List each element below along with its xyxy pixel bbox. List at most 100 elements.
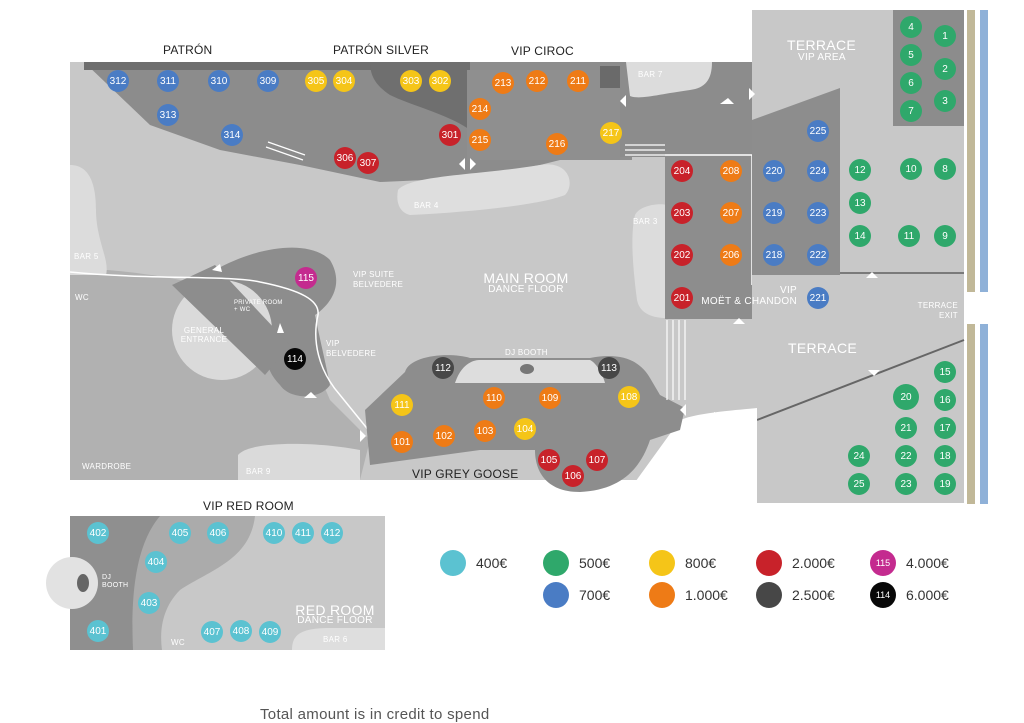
table-13[interactable]: 13 bbox=[849, 192, 871, 214]
table-109[interactable]: 109 bbox=[539, 387, 561, 409]
table-403[interactable]: 403 bbox=[138, 592, 160, 614]
table-407[interactable]: 407 bbox=[201, 621, 223, 643]
label-wardrobe: WARDROBE bbox=[82, 462, 132, 471]
table-24[interactable]: 24 bbox=[848, 445, 870, 467]
table-223[interactable]: 223 bbox=[807, 202, 829, 224]
table-12[interactable]: 12 bbox=[849, 159, 871, 181]
table-304[interactable]: 304 bbox=[333, 70, 355, 92]
table-219[interactable]: 219 bbox=[763, 202, 785, 224]
legend-swatch bbox=[649, 550, 675, 576]
table-115[interactable]: 115 bbox=[295, 267, 317, 289]
table-7[interactable]: 7 bbox=[900, 100, 922, 122]
table-411[interactable]: 411 bbox=[292, 522, 314, 544]
table-25[interactable]: 25 bbox=[848, 473, 870, 495]
table-204[interactable]: 204 bbox=[671, 160, 693, 182]
table-11[interactable]: 11 bbox=[898, 225, 920, 247]
table-4[interactable]: 4 bbox=[900, 16, 922, 38]
table-3[interactable]: 3 bbox=[934, 90, 956, 112]
bar-9 bbox=[238, 443, 360, 480]
table-410[interactable]: 410 bbox=[263, 522, 285, 544]
table-313[interactable]: 313 bbox=[157, 104, 179, 126]
bar-4 bbox=[397, 164, 570, 215]
table-113[interactable]: 113 bbox=[598, 357, 620, 379]
table-303[interactable]: 303 bbox=[400, 70, 422, 92]
table-10[interactable]: 10 bbox=[900, 158, 922, 180]
table-105[interactable]: 105 bbox=[538, 449, 560, 471]
table-111[interactable]: 111 bbox=[391, 394, 413, 416]
table-112[interactable]: 112 bbox=[432, 357, 454, 379]
table-406[interactable]: 406 bbox=[207, 522, 229, 544]
table-19[interactable]: 19 bbox=[934, 473, 956, 495]
table-17[interactable]: 17 bbox=[934, 417, 956, 439]
legend-item-p500: 500€ bbox=[543, 550, 610, 576]
table-114[interactable]: 114 bbox=[284, 348, 306, 370]
table-107[interactable]: 107 bbox=[586, 449, 608, 471]
table-16[interactable]: 16 bbox=[934, 389, 956, 411]
table-104[interactable]: 104 bbox=[514, 418, 536, 440]
table-102[interactable]: 102 bbox=[433, 425, 455, 447]
legend-label: 800€ bbox=[685, 555, 717, 571]
table-402[interactable]: 402 bbox=[87, 522, 109, 544]
table-306[interactable]: 306 bbox=[334, 147, 356, 169]
table-225[interactable]: 225 bbox=[807, 120, 829, 142]
table-311[interactable]: 311 bbox=[157, 70, 179, 92]
table-214[interactable]: 214 bbox=[469, 98, 491, 120]
label-vip-suite-1: VIP SUITE bbox=[353, 270, 395, 279]
table-22[interactable]: 22 bbox=[895, 445, 917, 467]
table-213[interactable]: 213 bbox=[492, 72, 514, 94]
table-211[interactable]: 211 bbox=[567, 70, 589, 92]
table-206[interactable]: 206 bbox=[720, 244, 742, 266]
table-220[interactable]: 220 bbox=[763, 160, 785, 182]
table-310[interactable]: 310 bbox=[208, 70, 230, 92]
table-20[interactable]: 20 bbox=[893, 384, 919, 410]
table-203[interactable]: 203 bbox=[671, 202, 693, 224]
table-14[interactable]: 14 bbox=[849, 225, 871, 247]
table-208[interactable]: 208 bbox=[720, 160, 742, 182]
label-bar-7: BAR 7 bbox=[638, 70, 663, 79]
table-215[interactable]: 215 bbox=[469, 129, 491, 151]
table-409[interactable]: 409 bbox=[259, 621, 281, 643]
table-5[interactable]: 5 bbox=[900, 44, 922, 66]
table-103[interactable]: 103 bbox=[474, 420, 496, 442]
table-309[interactable]: 309 bbox=[257, 70, 279, 92]
label-red-dj-2: BOOTH bbox=[102, 582, 129, 589]
table-202[interactable]: 202 bbox=[671, 244, 693, 266]
table-18[interactable]: 18 bbox=[934, 445, 956, 467]
table-6[interactable]: 6 bbox=[900, 72, 922, 94]
table-21[interactable]: 21 bbox=[895, 417, 917, 439]
table-401[interactable]: 401 bbox=[87, 620, 109, 642]
table-15[interactable]: 15 bbox=[934, 361, 956, 383]
table-207[interactable]: 207 bbox=[720, 202, 742, 224]
table-302[interactable]: 302 bbox=[429, 70, 451, 92]
table-216[interactable]: 216 bbox=[546, 133, 568, 155]
table-101[interactable]: 101 bbox=[391, 431, 413, 453]
table-224[interactable]: 224 bbox=[807, 160, 829, 182]
legend-label: 400€ bbox=[476, 555, 508, 571]
table-23[interactable]: 23 bbox=[895, 473, 917, 495]
table-404[interactable]: 404 bbox=[145, 551, 167, 573]
table-408[interactable]: 408 bbox=[230, 620, 252, 642]
table-108[interactable]: 108 bbox=[618, 386, 640, 408]
table-218[interactable]: 218 bbox=[763, 244, 785, 266]
table-222[interactable]: 222 bbox=[807, 244, 829, 266]
table-305[interactable]: 305 bbox=[305, 70, 327, 92]
table-412[interactable]: 412 bbox=[321, 522, 343, 544]
table-9[interactable]: 9 bbox=[934, 225, 956, 247]
table-8[interactable]: 8 bbox=[934, 158, 956, 180]
table-212[interactable]: 212 bbox=[526, 70, 548, 92]
label-vip-suite-2: BELVEDERE bbox=[353, 280, 404, 289]
table-301[interactable]: 301 bbox=[439, 124, 461, 146]
table-110[interactable]: 110 bbox=[483, 387, 505, 409]
table-307[interactable]: 307 bbox=[357, 152, 379, 174]
table-217[interactable]: 217 bbox=[600, 122, 622, 144]
table-201[interactable]: 201 bbox=[671, 287, 693, 309]
table-1[interactable]: 1 bbox=[934, 25, 956, 47]
table-405[interactable]: 405 bbox=[169, 522, 191, 544]
table-106[interactable]: 106 bbox=[562, 465, 584, 487]
table-221[interactable]: 221 bbox=[807, 287, 829, 309]
table-314[interactable]: 314 bbox=[221, 124, 243, 146]
table-2[interactable]: 2 bbox=[934, 58, 956, 80]
table-312[interactable]: 312 bbox=[107, 70, 129, 92]
